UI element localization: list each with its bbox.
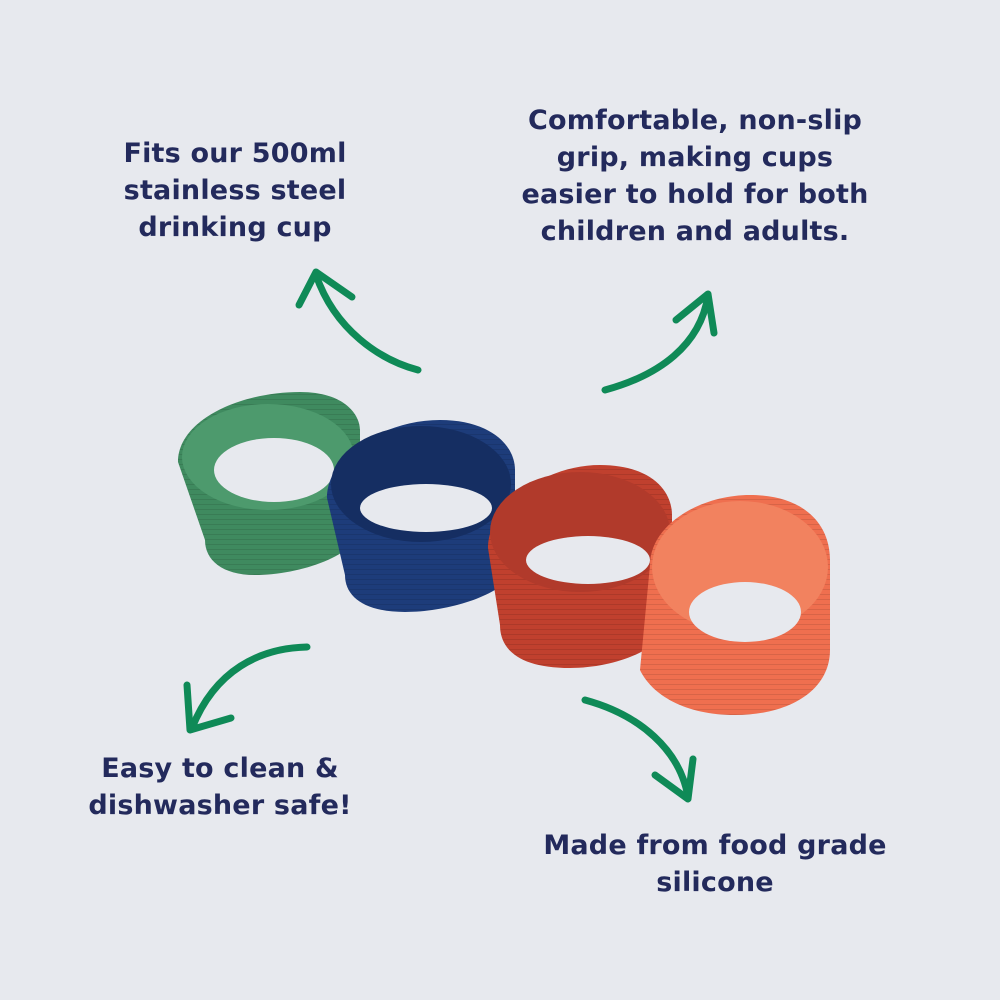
callout-line: children and adults. xyxy=(540,216,850,247)
callout-line: stainless steel xyxy=(123,175,347,206)
callout-dishwasher-safe: Easy to clean & dishwasher safe! xyxy=(70,750,370,824)
callout-line: silicone xyxy=(656,867,774,898)
callout-line: Comfortable, non-slip xyxy=(527,105,863,136)
arrow-up-left-icon xyxy=(295,268,422,374)
coral-sleeve xyxy=(640,495,830,715)
green-sleeve xyxy=(178,392,360,575)
callout-food-grade: Made from food grade silicone xyxy=(520,827,910,901)
blue-sleeve xyxy=(327,420,515,612)
callout-line: dishwasher safe! xyxy=(88,790,352,821)
red-sleeve xyxy=(488,465,672,668)
callout-fits-cup: Fits our 500ml stainless steel drinking … xyxy=(95,135,375,246)
callout-line: grip, making cups xyxy=(556,142,834,173)
callout-line: Made from food grade xyxy=(543,830,887,861)
callout-grip: Comfortable, non-slip grip, making cups … xyxy=(500,102,890,250)
callout-line: Easy to clean & xyxy=(101,753,339,784)
arrow-down-left-icon xyxy=(183,643,311,734)
callout-line: Fits our 500ml xyxy=(123,138,347,169)
arrow-up-right-icon xyxy=(601,290,718,394)
arrow-down-right-icon xyxy=(581,696,697,803)
callout-line: easier to hold for both xyxy=(521,179,869,210)
callout-line: drinking cup xyxy=(138,212,332,243)
arrows xyxy=(183,268,718,803)
